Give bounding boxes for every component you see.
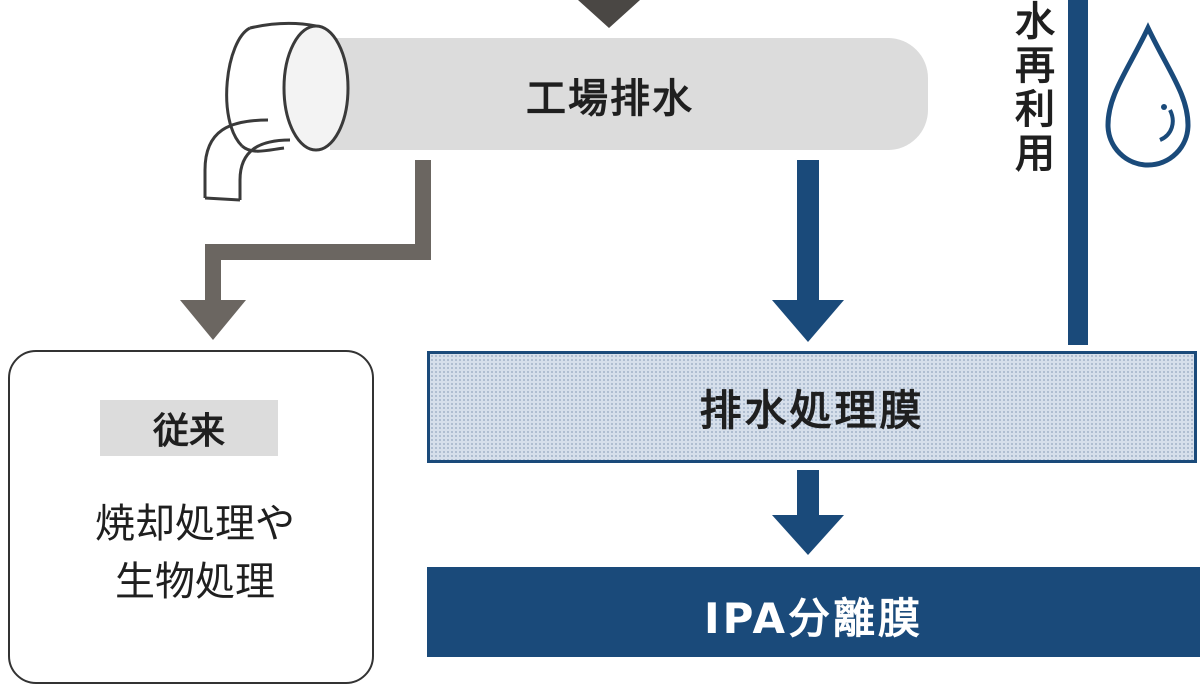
diagram-graphics (180, 0, 1191, 555)
gray-elbow-arrowhead (180, 300, 246, 340)
water-reuse-label: 水再利用 (1008, 0, 1054, 176)
incoming-arrow (578, 0, 640, 28)
conventional-tag: 従来 (100, 400, 278, 456)
conventional-description: 焼却処理や 生物処理 (30, 495, 360, 611)
ipa-membrane-label: IPA分離膜 (703, 594, 924, 643)
water-reuse-line (1068, 0, 1088, 345)
wastewater-membrane-label: 排水処理膜 (699, 385, 925, 435)
blue-arrowhead-1 (772, 300, 844, 342)
conventional-line-1: 焼却処理や (95, 501, 295, 547)
ipa-membrane-box: IPA分離膜 (427, 567, 1200, 657)
factory-wastewater-label: 工場排水 (526, 76, 694, 122)
conventional-line-2: 生物処理 (115, 559, 275, 605)
water-drop-icon (1105, 22, 1191, 168)
blue-arrowhead-2 (772, 515, 844, 555)
wastewater-pipe (330, 38, 928, 150)
pipe-icon (203, 21, 350, 202)
gray-elbow-arrow (205, 160, 431, 300)
wastewater-membrane-box: 排水処理膜 (427, 351, 1197, 463)
blue-arrow-shaft-1 (797, 160, 819, 310)
blue-arrow-shaft-2 (797, 470, 819, 525)
